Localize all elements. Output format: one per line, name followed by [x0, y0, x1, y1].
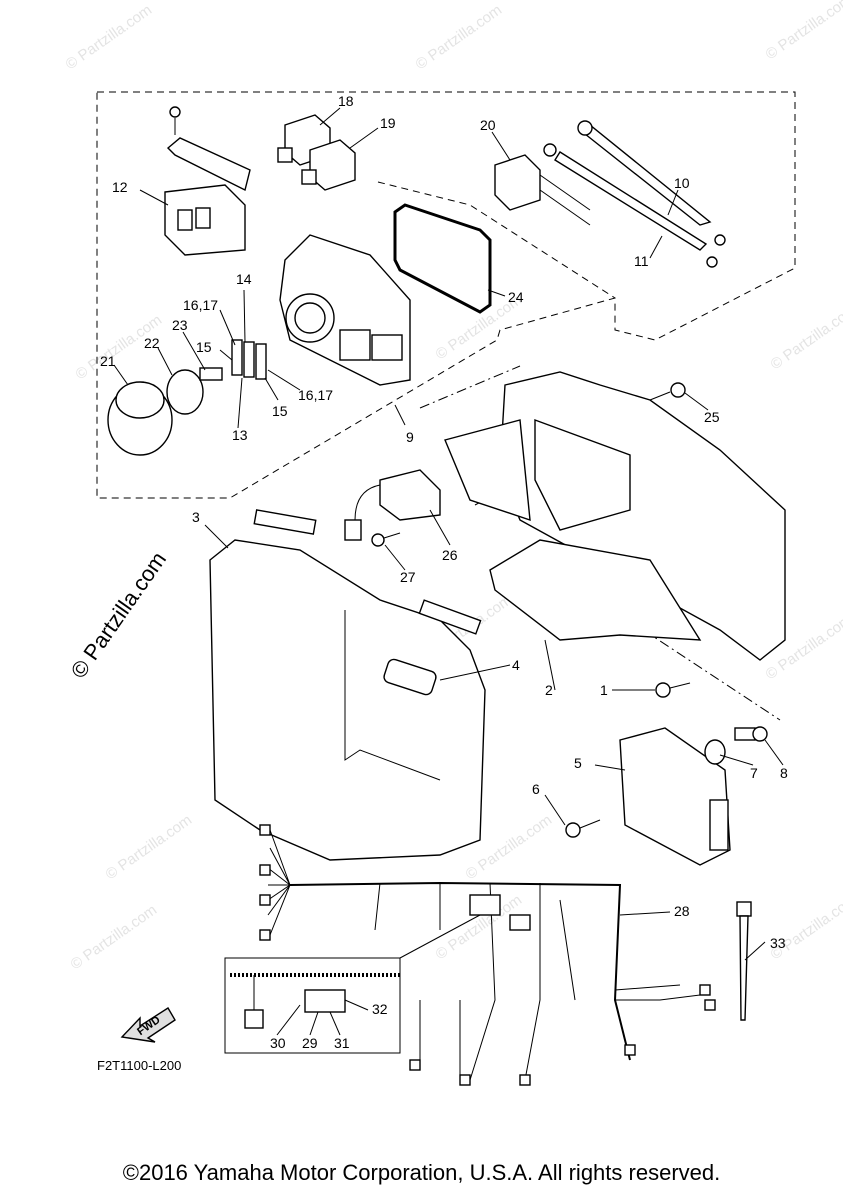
callout-6: 6	[532, 781, 540, 797]
callout-23: 23	[172, 317, 188, 333]
watermark: © Partzilla.com	[768, 891, 843, 963]
callout-1: 1	[600, 682, 608, 698]
part-1-bolt	[655, 682, 691, 698]
callout-9: 9	[406, 429, 414, 445]
part-26-coil	[344, 469, 441, 541]
parts-13-17-fuses	[199, 339, 267, 381]
part-22-o-ring	[166, 369, 204, 415]
callout-10: 10	[674, 175, 690, 191]
callout-32: 32	[372, 1001, 388, 1017]
drawing-code: F2T1100-L200	[97, 1058, 181, 1073]
part-19-relay	[301, 139, 356, 191]
callout-12: 12	[112, 179, 128, 195]
callout-26: 26	[442, 547, 458, 563]
part-12-cover	[164, 106, 251, 256]
part-7-damper	[704, 739, 726, 765]
part-8-collar	[734, 726, 768, 742]
callout-5: 5	[574, 755, 582, 771]
callout-19: 19	[380, 115, 396, 131]
callout-11: 11	[634, 253, 649, 269]
part-28-wire-harness	[259, 824, 716, 1086]
callout-labels: 1 2 3 4 5 6 7 8 9 10 11 12 13 14 15 15 1…	[100, 93, 788, 1051]
callout-8: 8	[780, 765, 788, 781]
assembly-line	[419, 365, 521, 409]
callout-13: 13	[232, 427, 248, 443]
watermark: © Partzilla.com	[103, 811, 196, 883]
part-6-bolt	[565, 819, 601, 838]
callout-29: 29	[302, 1035, 318, 1051]
part-30-connector	[244, 1009, 264, 1029]
part-3-main-cover	[209, 509, 486, 861]
part-24-gasket	[393, 203, 492, 314]
callout-22: 22	[144, 335, 160, 351]
part-11-cable	[543, 143, 718, 268]
inset-detail	[224, 914, 481, 1054]
callout-7: 7	[750, 765, 758, 781]
callout-16-17b: 16,17	[298, 387, 333, 403]
watermark: © Partzilla.com	[68, 901, 161, 973]
leader-lines	[113, 107, 784, 1036]
part-33-cable-tie	[736, 901, 752, 1021]
callout-15b: 15	[272, 403, 288, 419]
throttle-body	[279, 234, 411, 386]
watermark: © Partzilla.com	[768, 301, 843, 373]
copyright-notice: ©2016 Yamaha Motor Corporation, U.S.A. A…	[122, 1160, 721, 1185]
fwd-arrow-icon: FWD	[120, 1007, 176, 1043]
watermark: © Partzilla.com	[413, 1, 506, 73]
callout-4: 4	[512, 657, 520, 673]
callout-30: 30	[270, 1035, 286, 1051]
part-2-electrical-box	[444, 371, 786, 661]
callout-20: 20	[480, 117, 496, 133]
watermark: © Partzilla.com	[763, 0, 843, 63]
part-4-label	[383, 658, 437, 696]
callout-2: 2	[545, 682, 553, 698]
callout-18: 18	[338, 93, 354, 109]
callout-31: 31	[334, 1035, 350, 1051]
part-31-fuse-holder	[304, 989, 346, 1013]
callout-24: 24	[508, 289, 524, 305]
callout-21: 21	[100, 353, 116, 369]
callout-25: 25	[704, 409, 720, 425]
watermark-prominent: © Partzilla.com	[66, 547, 172, 683]
part-27-screw	[371, 532, 401, 547]
callout-14: 14	[236, 271, 252, 287]
part-10-cable	[577, 120, 726, 246]
part-21-cap	[107, 381, 173, 456]
callout-15a: 15	[196, 339, 212, 355]
callout-3: 3	[192, 509, 200, 525]
part-5-ecu	[619, 727, 731, 866]
subgroup-outline	[377, 181, 616, 299]
part-25-bolt	[649, 382, 686, 401]
callout-27: 27	[400, 569, 416, 585]
callout-16-17a: 16,17	[183, 297, 218, 313]
callout-33: 33	[770, 935, 786, 951]
callout-28: 28	[674, 903, 690, 919]
watermark: © Partzilla.com	[63, 1, 156, 73]
part-20-sensor	[494, 154, 591, 226]
